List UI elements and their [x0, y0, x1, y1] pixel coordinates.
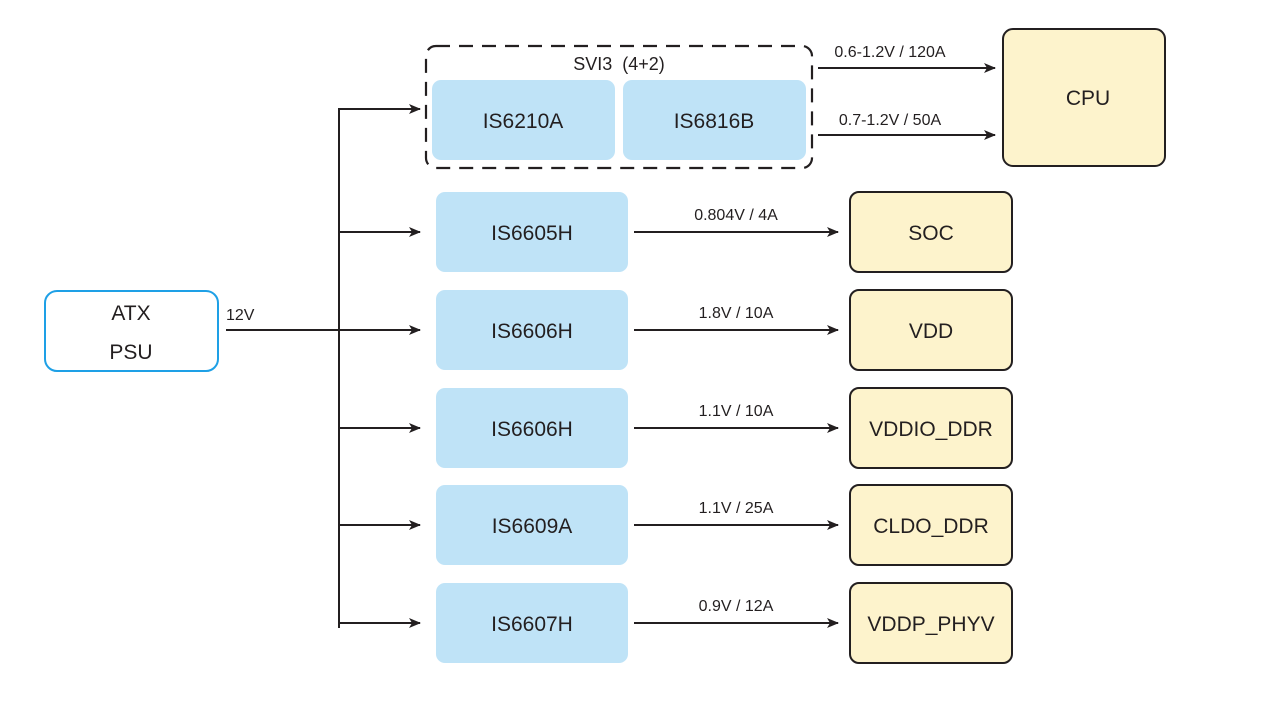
regulator-label: IS6606H	[491, 418, 573, 441]
regulator-label: IS6609A	[492, 515, 573, 538]
load-label: CLDO_DDR	[873, 515, 989, 538]
regulator-is6606h: IS6606H	[436, 290, 628, 370]
regulator-is6816b: IS6816B	[674, 110, 755, 133]
rail-label-vdd: 1.8V / 10A	[699, 305, 774, 322]
load-label: VDDIO_DDR	[869, 418, 993, 441]
rail-label-soc: 0.804V / 4A	[694, 207, 778, 224]
regulator-is6609a: IS6609A	[436, 485, 628, 565]
psu-label-line1: ATX	[111, 302, 150, 325]
load-cpu: CPU	[1002, 28, 1166, 167]
regulator-is6605h: IS6605H	[436, 192, 628, 272]
load-cpu-label: CPU	[1066, 87, 1110, 110]
rail-label-vddio-ddr: 1.1V / 10A	[699, 403, 774, 420]
rail-label-vddp-phyv: 0.9V / 12A	[699, 598, 774, 615]
regulator-label: IS6607H	[491, 613, 573, 636]
input-voltage-label: 12V	[226, 307, 255, 324]
psu-label-line2: PSU	[109, 341, 152, 364]
regulator-is6607h: IS6607H	[436, 583, 628, 663]
regulator-is6210a: IS6210A	[483, 110, 564, 133]
svi3-group: SVI3 (4+2) IS6210A IS6816B	[424, 44, 814, 170]
load-label: VDD	[909, 320, 953, 343]
cpu-rail-1-label: 0.6-1.2V / 120A	[834, 44, 946, 61]
atx-psu-box: ATX PSU	[44, 290, 219, 372]
load-vddio-ddr: VDDIO_DDR	[849, 387, 1013, 469]
regulator-label: IS6605H	[491, 222, 573, 245]
load-label: VDDP_PHYV	[867, 613, 994, 636]
load-cldo-ddr: CLDO_DDR	[849, 484, 1013, 566]
regulator-is6606h: IS6606H	[436, 388, 628, 468]
load-vdd: VDD	[849, 289, 1013, 371]
regulator-label: IS6606H	[491, 320, 573, 343]
rail-label-cldo-ddr: 1.1V / 25A	[699, 500, 774, 517]
svi3-group-title: SVI3 (4+2)	[573, 54, 665, 74]
cpu-rail-2-label: 0.7-1.2V / 50A	[839, 112, 942, 129]
load-label: SOC	[908, 222, 954, 245]
load-vddp-phyv: VDDP_PHYV	[849, 582, 1013, 664]
load-soc: SOC	[849, 191, 1013, 273]
